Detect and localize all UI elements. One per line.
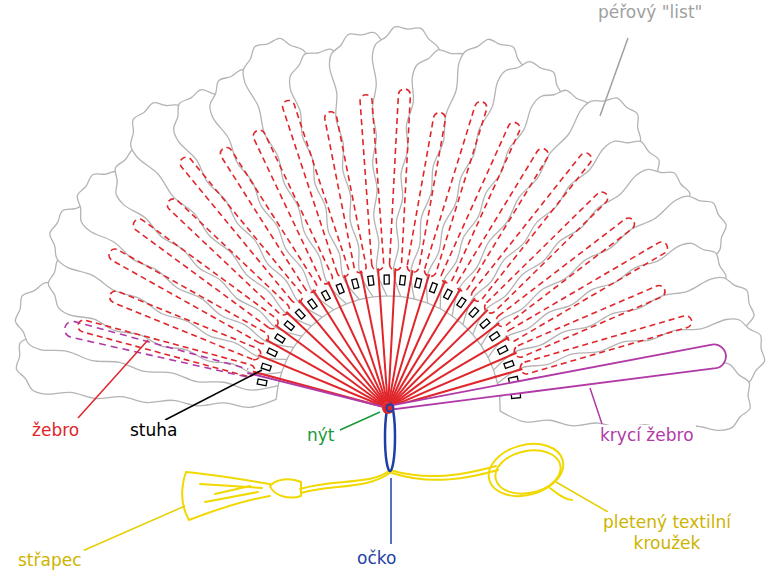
ribbon-mark [384,275,389,284]
cord-strand [392,470,498,480]
eyelet-label: očko [355,548,398,569]
leader-line [80,506,185,552]
ribbon-mark [498,346,508,355]
ribbon-mark [257,379,267,386]
rib [251,128,391,405]
rib [107,247,386,410]
ribbon-mark [275,334,285,343]
cover-rib [63,320,384,415]
rivet-label: nýt [305,425,337,446]
rib-hidden-part [360,94,385,270]
rib-visible-part [390,274,430,402]
rib-visible-part [328,281,385,402]
tassel-skirt [182,472,270,520]
rib [386,146,550,406]
tassel-label: střapec [16,550,84,571]
rib-hidden-part [324,111,368,274]
rib [385,120,522,405]
rib-hidden-part [389,89,410,271]
ribbon-mark [295,309,305,319]
tassel-cord [182,436,572,520]
leader-line [165,370,262,420]
rib-hidden-part [512,284,666,359]
ribbon-mark [336,284,344,294]
leader-line [78,340,148,418]
rib [218,145,390,406]
ribbon-mark [261,363,271,371]
leader-line [390,478,392,544]
cover-rib-hidden [63,320,249,381]
ribbon-mark [368,276,374,286]
cover-rib-group [63,320,728,420]
rib-hidden-part [423,100,488,278]
ribbon-mark [469,307,479,317]
ribbon-mark [267,348,277,356]
ribbon-mark [490,332,500,341]
rib-visible-part [313,290,385,403]
ribbon-mark [352,279,359,289]
ribbon-mark [444,289,453,299]
rib-hidden-part [281,99,350,279]
ring-label: pletený textilní kroužek [580,512,754,555]
ribbon-label: stuha [128,420,180,441]
rib-hidden-part [251,128,334,286]
rib [178,155,389,407]
rib [165,196,388,408]
rib-hidden-part [469,151,594,304]
rib [360,94,394,402]
leader-line [340,412,380,430]
cover-rib-visible [247,373,382,407]
cover-rib-label: krycí žebro [598,425,696,446]
ribbon-mark [415,278,422,288]
leader-line [590,388,602,424]
rib-label: žebro [30,420,81,441]
leaf-label: péřový "list" [596,2,704,23]
ribbon-mark [284,321,294,331]
rib [281,99,392,404]
ribbon-mark [457,297,466,307]
ribbon-mark [504,361,514,369]
ribbon-group [257,275,520,398]
rib-hidden-part [218,145,319,294]
rib [131,217,387,410]
rib [77,319,384,413]
ribbon-mark [400,276,406,286]
ribbon-mark [429,283,437,293]
tassel-knot [270,479,301,497]
tassel-strands [200,484,262,502]
ribbon-mark [322,290,331,300]
ribbon-mark [480,319,490,329]
pivot-group [382,402,395,471]
rib-visible-part [378,268,388,402]
rib [324,111,393,404]
rib-hidden-part [439,120,522,284]
rib-hidden-part [406,112,446,274]
rib [108,289,385,411]
rib-visible-part [299,300,384,403]
rivet-ring [387,405,394,412]
leader-lines [78,38,628,552]
feather-group [10,25,769,438]
cover-rib [386,343,728,420]
cord-strand [301,472,391,493]
rib-hidden-part [77,319,257,378]
rib-hidden-part [494,216,637,329]
ribbon-mark [308,299,317,309]
rib-hidden-part [108,289,263,361]
rib-hidden-part [131,217,280,331]
leader-line [556,482,608,512]
rib-hidden-part [482,189,610,315]
rivet-head [382,402,394,414]
leader-line [600,38,628,116]
rib [387,151,594,407]
